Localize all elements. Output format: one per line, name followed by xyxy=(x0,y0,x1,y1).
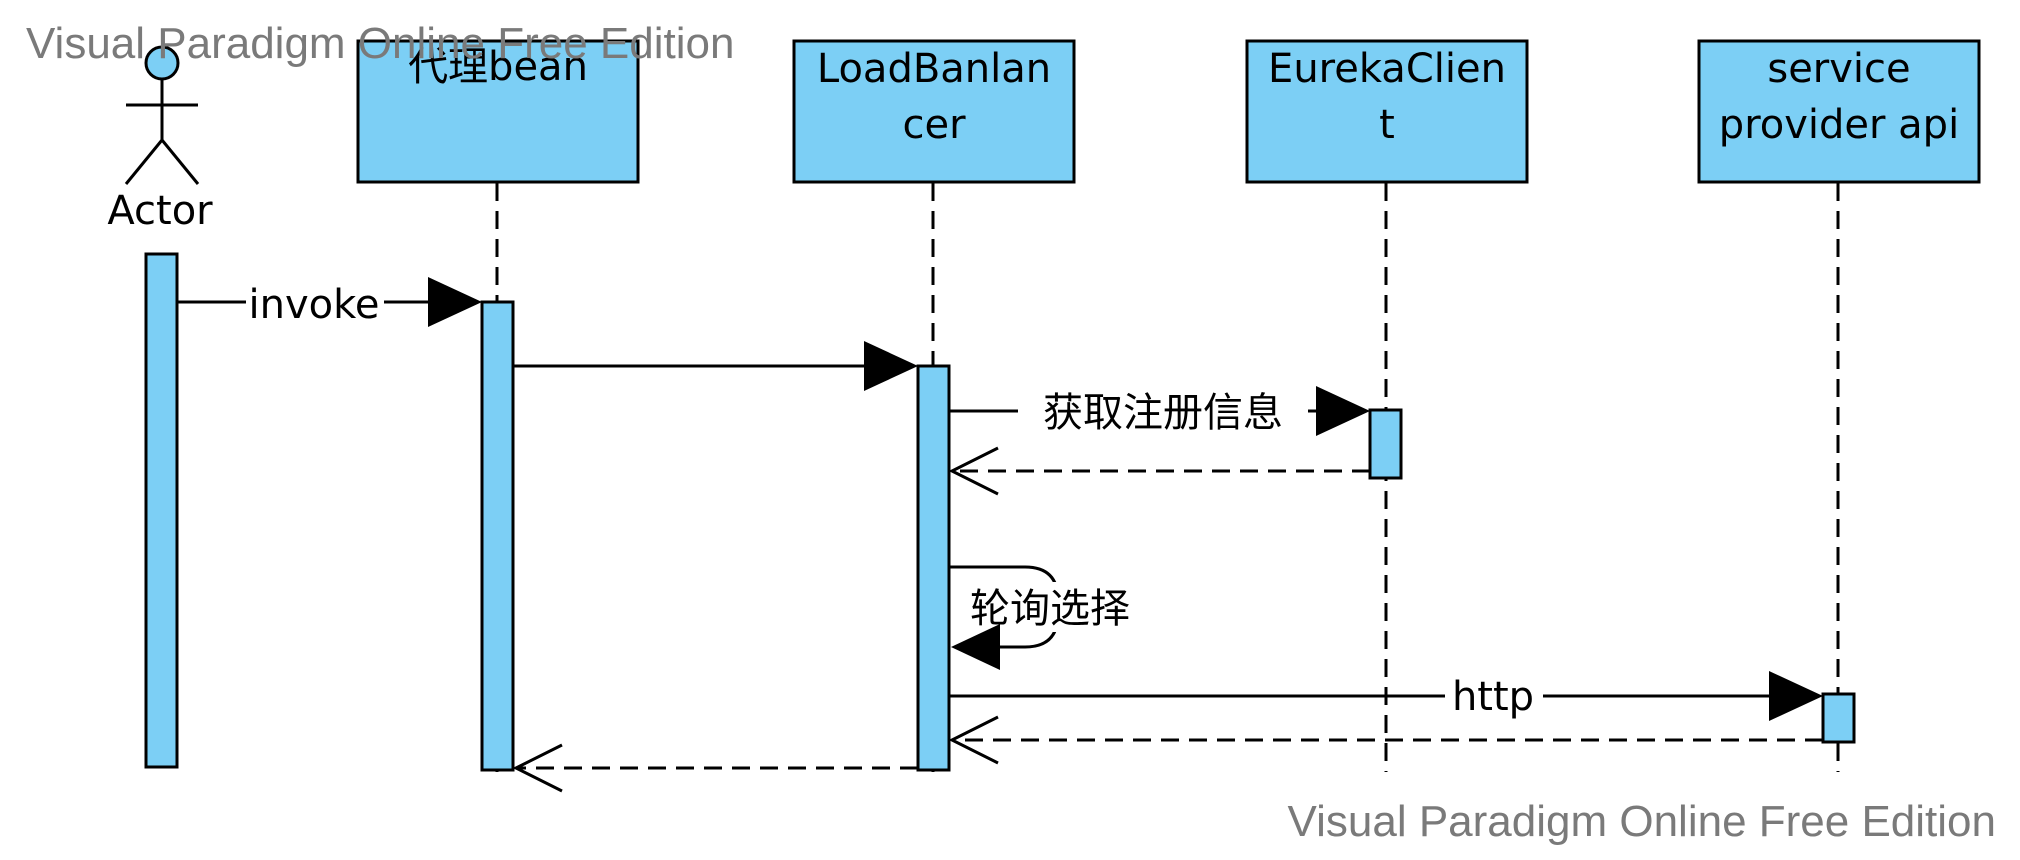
return-to-proxy[interactable] xyxy=(512,743,918,793)
lifeline-box-eureka-client[interactable]: EurekaClien t xyxy=(1245,39,1529,184)
activation-bars xyxy=(144,252,1856,772)
arrowhead-filled-icon xyxy=(951,624,1000,670)
lifeline-box-proxy-bean[interactable]: 代理bean xyxy=(356,39,640,184)
message-label: invoke xyxy=(249,282,380,328)
return-http[interactable] xyxy=(948,715,1823,765)
activation-bar-proxy-bean xyxy=(480,300,515,772)
message-round-robin-self[interactable]: 轮询选择 xyxy=(949,565,1148,670)
lifeline-title-line1: EurekaClien xyxy=(1268,46,1506,92)
arrowhead-filled-icon xyxy=(1769,671,1823,721)
message-label: http xyxy=(1452,674,1534,720)
lifeline-title-line1: service xyxy=(1767,46,1910,92)
message-label: 获取注册信息 xyxy=(1043,390,1283,436)
lifeline-title-line1: 代理bean xyxy=(408,44,588,90)
lifeline-title-line1: LoadBanlan xyxy=(817,46,1051,92)
activation-bar-load-balancer xyxy=(916,364,951,772)
message-http[interactable]: http xyxy=(949,671,1823,721)
activation-bar-service-provider xyxy=(1821,692,1856,744)
watermark-bottom: Visual Paradigm Online Free Edition xyxy=(1288,797,1996,846)
message-proxy-to-loadbalancer[interactable] xyxy=(513,341,918,391)
lifeline-box-service-provider[interactable]: service provider api xyxy=(1697,39,1981,184)
return-registry[interactable] xyxy=(948,446,1370,496)
message-invoke[interactable]: invoke xyxy=(177,277,482,328)
lifeline-title-line2: provider api xyxy=(1719,102,1959,148)
arrowhead-open-icon xyxy=(948,446,999,496)
lifelines xyxy=(495,183,1840,772)
arrowhead-open-icon xyxy=(512,743,563,793)
activation-bar-actor xyxy=(144,252,179,769)
lifeline-title-line2: cer xyxy=(902,102,966,148)
activation-bar-eureka-client xyxy=(1368,408,1403,480)
lifeline-title-line2: t xyxy=(1379,102,1395,148)
lifeline-box-load-balancer[interactable]: LoadBanlan cer xyxy=(792,39,1076,184)
message-get-registry[interactable]: 获取注册信息 xyxy=(949,386,1370,436)
message-label: 轮询选择 xyxy=(970,586,1130,632)
arrowhead-filled-icon xyxy=(864,341,918,391)
watermark-top: Visual Paradigm Online Free Edition xyxy=(26,19,734,68)
arrowhead-open-icon xyxy=(948,715,999,765)
actor[interactable] xyxy=(124,45,200,185)
actor-label: Actor xyxy=(107,188,213,234)
arrowhead-filled-icon xyxy=(1316,386,1370,436)
arrowhead-filled-icon xyxy=(428,277,482,327)
